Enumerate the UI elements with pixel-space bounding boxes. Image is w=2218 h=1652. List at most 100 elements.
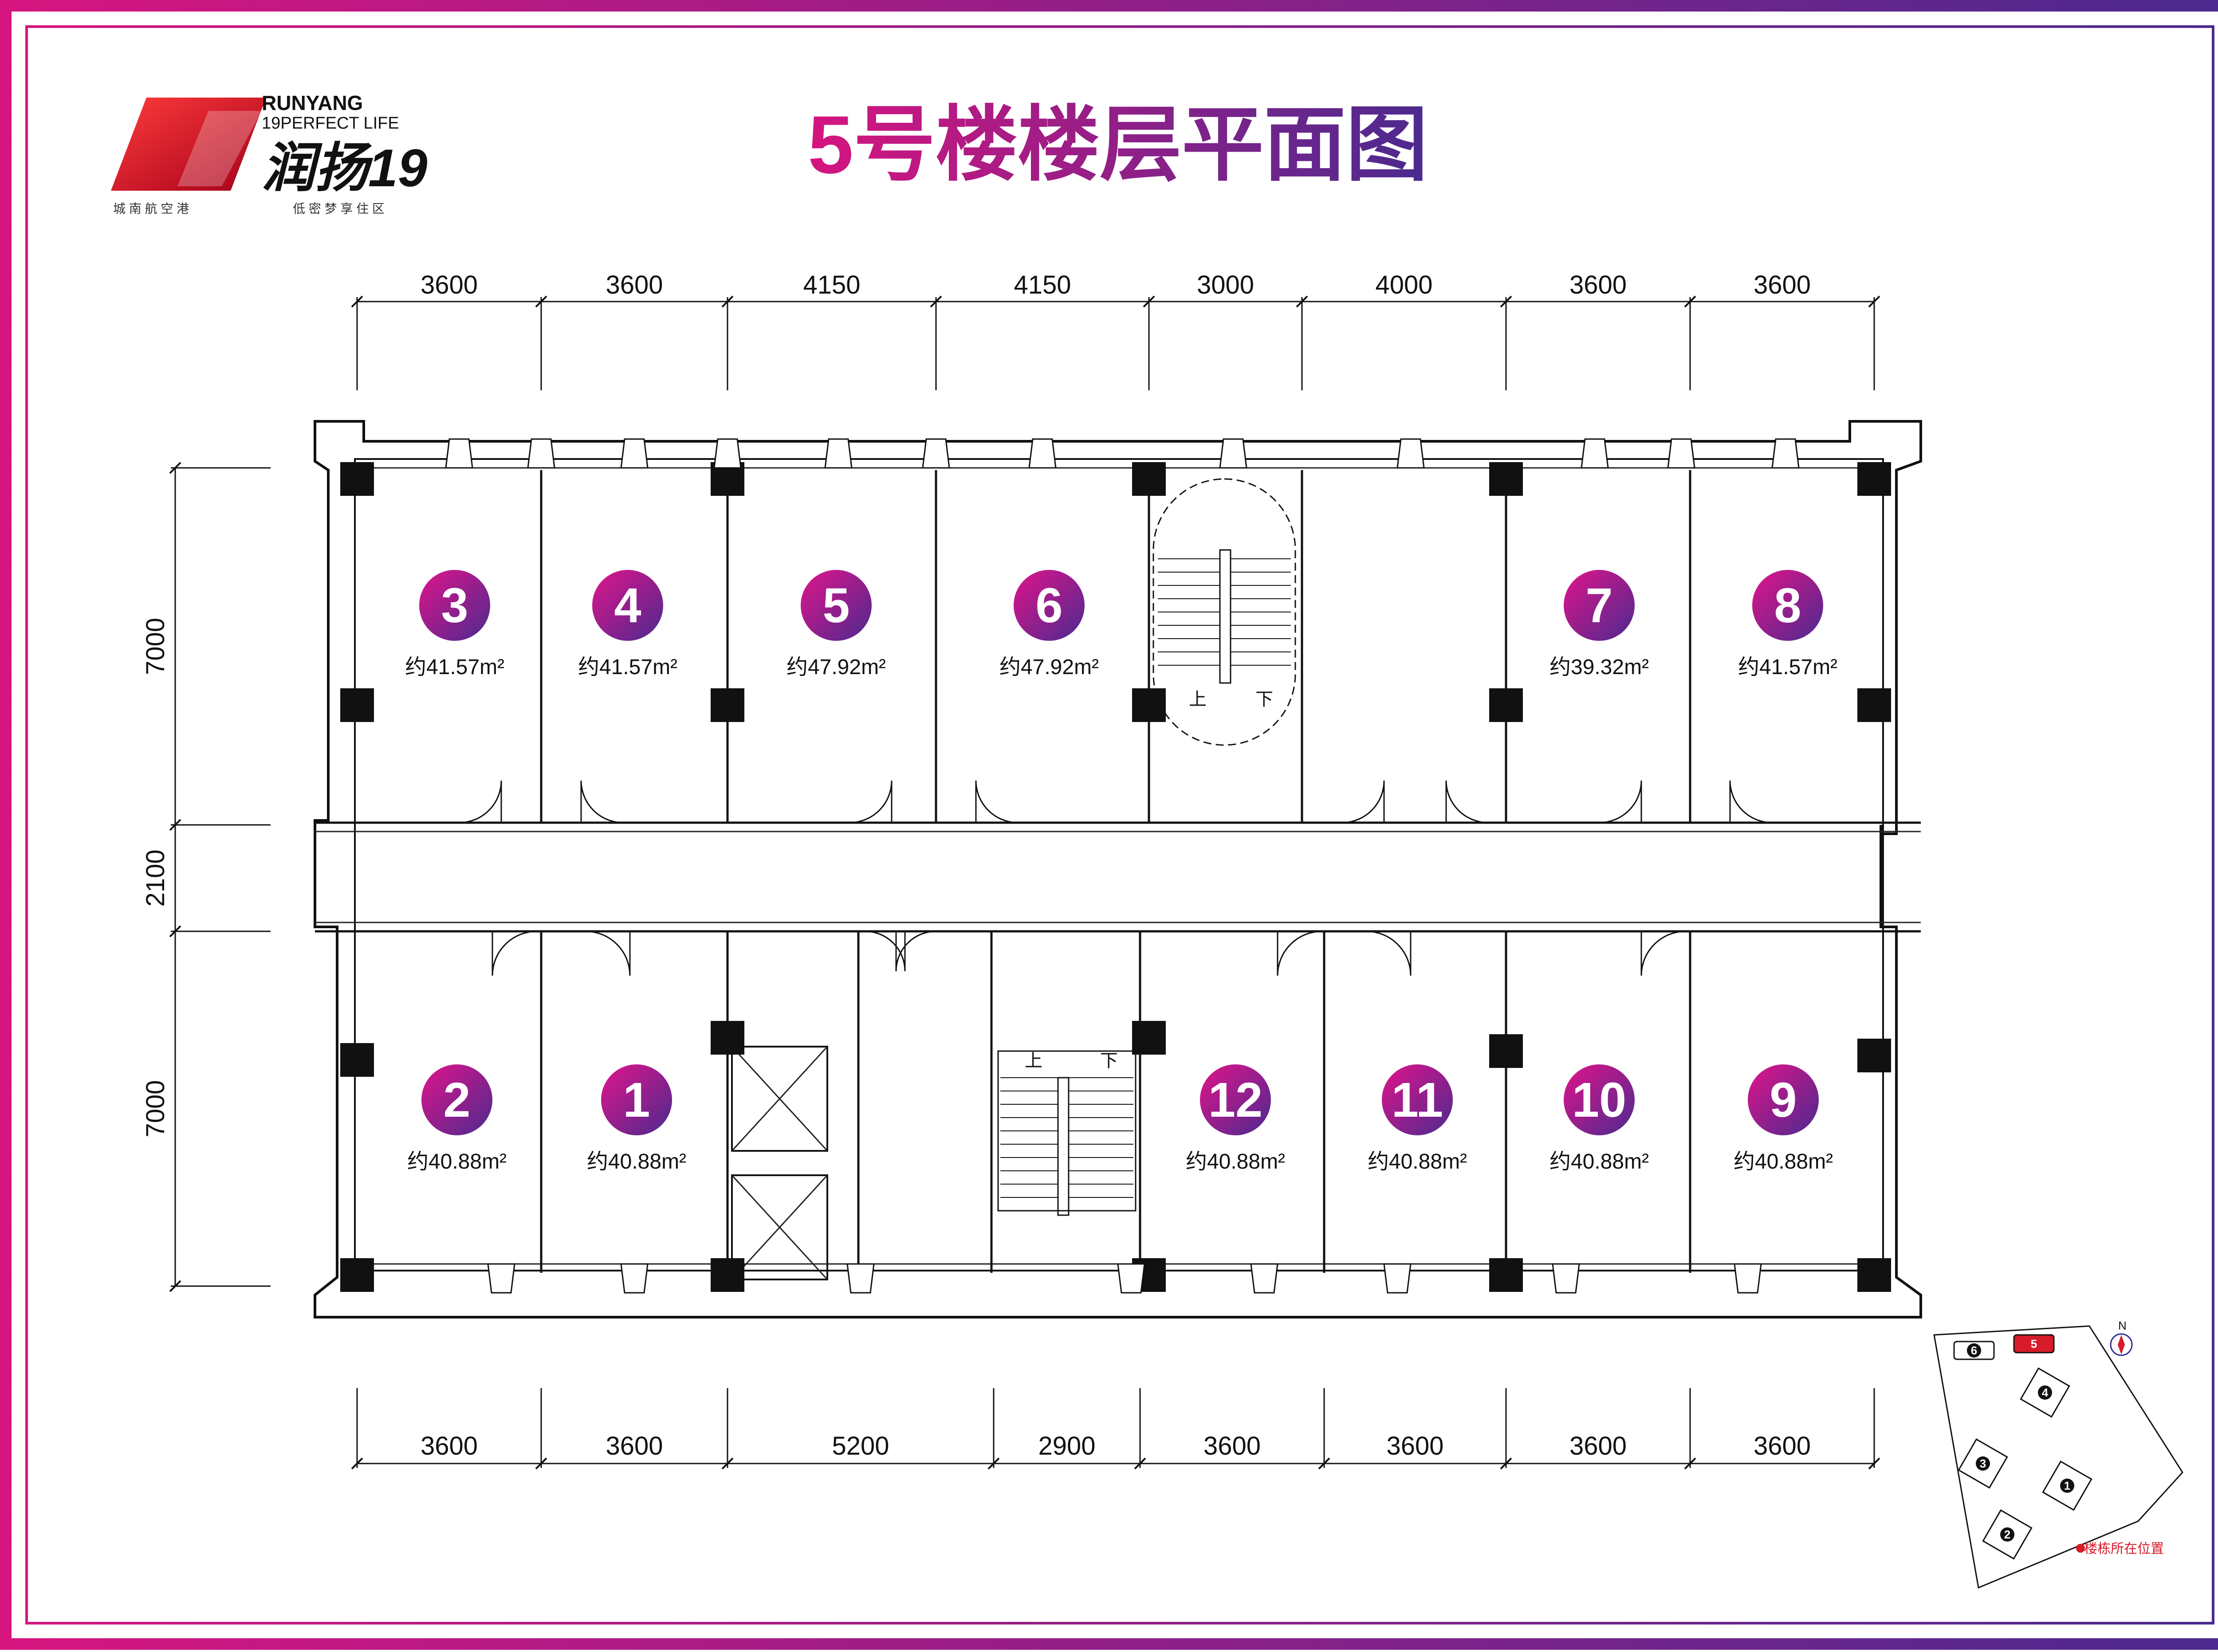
logo-brand-en: RUNYANG: [262, 91, 363, 114]
compass-north-label: N: [2118, 1319, 2127, 1332]
unit-area: 约40.88m²: [1368, 1150, 1467, 1173]
page-title: 5号楼楼层平面图: [808, 99, 1428, 191]
door-swing: [865, 930, 906, 972]
left-dim-mark: [169, 925, 181, 938]
column: [1489, 688, 1523, 722]
frame-inner: [12, 12, 2218, 1638]
unit-badge-icon: [1564, 570, 1635, 641]
bottom-dim-mark: [535, 1457, 547, 1470]
site-building-badge: [2038, 1385, 2052, 1400]
top-dim-label: 4150: [803, 271, 860, 299]
window-bay-bottom: [1250, 1263, 1278, 1294]
door-swing: [1729, 780, 1773, 824]
oval-stair-rail: [1219, 549, 1231, 684]
unit-badge-icon: [1200, 1064, 1271, 1135]
unit-number: 3: [441, 578, 468, 633]
top-dim-label: 3600: [606, 271, 663, 299]
unit-number: 8: [1774, 578, 1801, 633]
door-swing: [580, 780, 624, 824]
stair-down-label-1: 下: [1255, 690, 1273, 709]
door-swing: [1341, 780, 1385, 824]
left-dim-mark: [169, 462, 181, 474]
compass-needle-icon: [2118, 1335, 2125, 1354]
door-swing: [849, 780, 893, 824]
top-dim-mark: [1500, 295, 1512, 308]
logo-brand-cn: 润扬19: [262, 138, 428, 198]
legend-dot-icon: [2076, 1544, 2085, 1553]
unit-badge-icon: [592, 570, 663, 641]
top-dim-mark: [1143, 295, 1155, 308]
column: [1132, 688, 1166, 722]
site-building-label: 3: [1980, 1457, 1986, 1470]
stair-steps: [1000, 558, 1291, 1198]
unit-markers: 3约41.57m²4约41.57m²5约47.92m²6约47.92m²7约39…: [405, 570, 1837, 1173]
site-building-badge: [2000, 1527, 2014, 1542]
stair-up-label-2: 上: [1025, 1051, 1042, 1071]
unit-area: 约40.88m²: [587, 1150, 686, 1173]
site-building-badge: [2060, 1479, 2074, 1493]
left-dim-label: 7000: [141, 1080, 170, 1137]
elevator-1: [731, 1046, 828, 1152]
unit-area: 约41.57m²: [578, 655, 677, 679]
top-dim-label: 3000: [1197, 271, 1254, 299]
unit-area: 约40.88m²: [1186, 1150, 1285, 1173]
window-bays: [445, 438, 1800, 1294]
column: [340, 688, 374, 722]
door-swing: [1445, 780, 1489, 824]
unit-badge-icon: [1382, 1064, 1453, 1135]
top-dim-label: 4150: [1014, 271, 1071, 299]
window-bay-top: [1396, 438, 1425, 469]
logo: RUNYANG 19PERFECT LIFE 润扬19 城 南 航 空 港 低 …: [111, 91, 428, 216]
left-dim-mark: [169, 1280, 181, 1292]
stair-2-rail: [1057, 1077, 1070, 1216]
window-bay-top: [527, 438, 555, 469]
site-building-badge: [1976, 1456, 1990, 1471]
unit-badge-icon: [419, 570, 490, 641]
door-swing: [1366, 930, 1412, 976]
door-swing: [492, 930, 537, 976]
bottom-dim-label: 3600: [606, 1432, 663, 1460]
window-bay-top: [824, 438, 853, 469]
column: [711, 1021, 744, 1055]
top-dim-label: 3600: [1754, 271, 1811, 299]
unit-area: 约39.32m²: [1549, 655, 1649, 679]
top-dim-mark: [721, 295, 734, 308]
logo-mark-highlight: [177, 111, 262, 186]
window-bay-top: [713, 438, 742, 469]
oval-stair-outline: [1152, 478, 1296, 746]
window-bay-top: [1028, 438, 1057, 469]
stair-2-outline: [997, 1050, 1137, 1212]
window-bay-bottom: [1552, 1263, 1580, 1294]
window-bay-top: [922, 438, 950, 469]
column: [1132, 1021, 1166, 1055]
unit-badge-icon: [1014, 570, 1085, 641]
bottom-dim-label: 3600: [1754, 1432, 1811, 1460]
bottom-dim-label: 3600: [1569, 1432, 1627, 1460]
unit-area: 约41.57m²: [1738, 655, 1837, 679]
bottom-dim-mark: [1868, 1457, 1880, 1470]
inner-border: [25, 25, 2214, 1625]
column: [340, 462, 374, 496]
top-dim-mark: [1296, 295, 1308, 308]
top-dim-mark: [930, 295, 942, 308]
bottom-dim-mark: [351, 1457, 363, 1470]
door-swing: [585, 930, 631, 976]
site-building-badge: [1967, 1343, 1981, 1358]
bottom-dim-mark: [1684, 1457, 1696, 1470]
window-bay-top: [1771, 438, 1800, 469]
unit-badge-icon: [1752, 570, 1823, 641]
unit-number: 9: [1770, 1073, 1797, 1127]
door-swing: [895, 930, 936, 972]
column: [711, 1258, 744, 1292]
logo-tagline-en: 19PERFECT LIFE: [262, 114, 399, 133]
